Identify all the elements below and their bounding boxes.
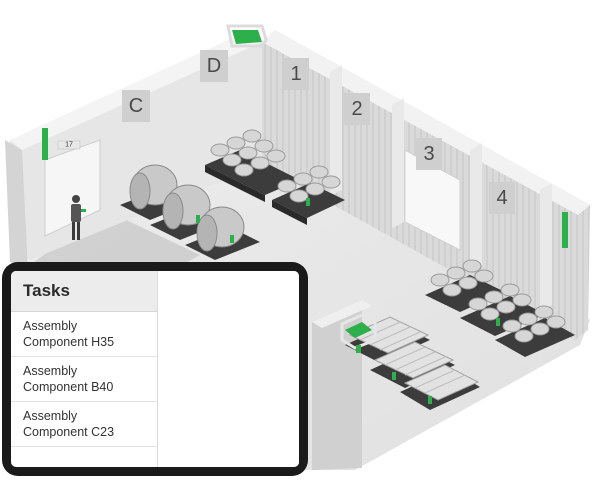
gate-sensor [232,30,262,44]
pipe-pallets [345,316,480,410]
door-number: 17 [65,142,73,149]
task-item-h35[interactable]: Assembly Component H35 [11,312,157,357]
right-signal-light [562,212,568,248]
front-wall [312,300,362,470]
gate-sensor-frame [226,24,268,48]
front-signal-light [356,345,361,353]
right-wall-top [262,30,590,215]
ring-pallet-group-2 [272,165,345,225]
zone-label-3: 3 [423,143,434,165]
task-detail-panel [158,271,299,467]
tablet-screen: Tasks Assembly Component H35 Assembly Co… [11,271,299,467]
task-item-b40[interactable]: Assembly Component B40 [11,357,157,402]
pillar-3 [470,143,482,271]
tablet-device: Tasks Assembly Component H35 Assembly Co… [2,262,308,476]
zone-plate-2 [344,93,370,125]
door-number-plate [57,140,81,150]
door-signal-light [42,128,48,160]
zone-label-2: 2 [351,98,362,120]
tasks-header: Tasks [11,271,157,312]
zone-plate-c [122,90,150,122]
task-panel: Tasks Assembly Component H35 Assembly Co… [11,271,158,467]
task-item-c23[interactable]: Assembly Component C23 [11,402,157,447]
worker-figure [71,195,86,240]
front-gate-sensor [345,322,372,338]
zone-label-c: C [129,95,143,117]
zone-plate-4 [489,182,515,214]
back-left-door [44,139,101,237]
zone-label-4: 4 [496,187,507,209]
zone-label-1: 1 [290,63,301,85]
pillar-4 [540,183,552,311]
left-end-wall [5,140,28,270]
zone-plate-1 [283,58,309,90]
pillar-1 [330,65,342,196]
front-wall-top [312,300,372,328]
zone-label-d: D [207,55,221,77]
zone-plate-3 [416,138,442,170]
ring-pallet-group-3 [425,259,575,357]
zone-plate-d [200,50,228,82]
coil-pallets [120,164,260,260]
ring-pallet-group-1 [205,129,300,202]
front-gate-frame [340,313,377,350]
pillar-2 [392,98,404,228]
